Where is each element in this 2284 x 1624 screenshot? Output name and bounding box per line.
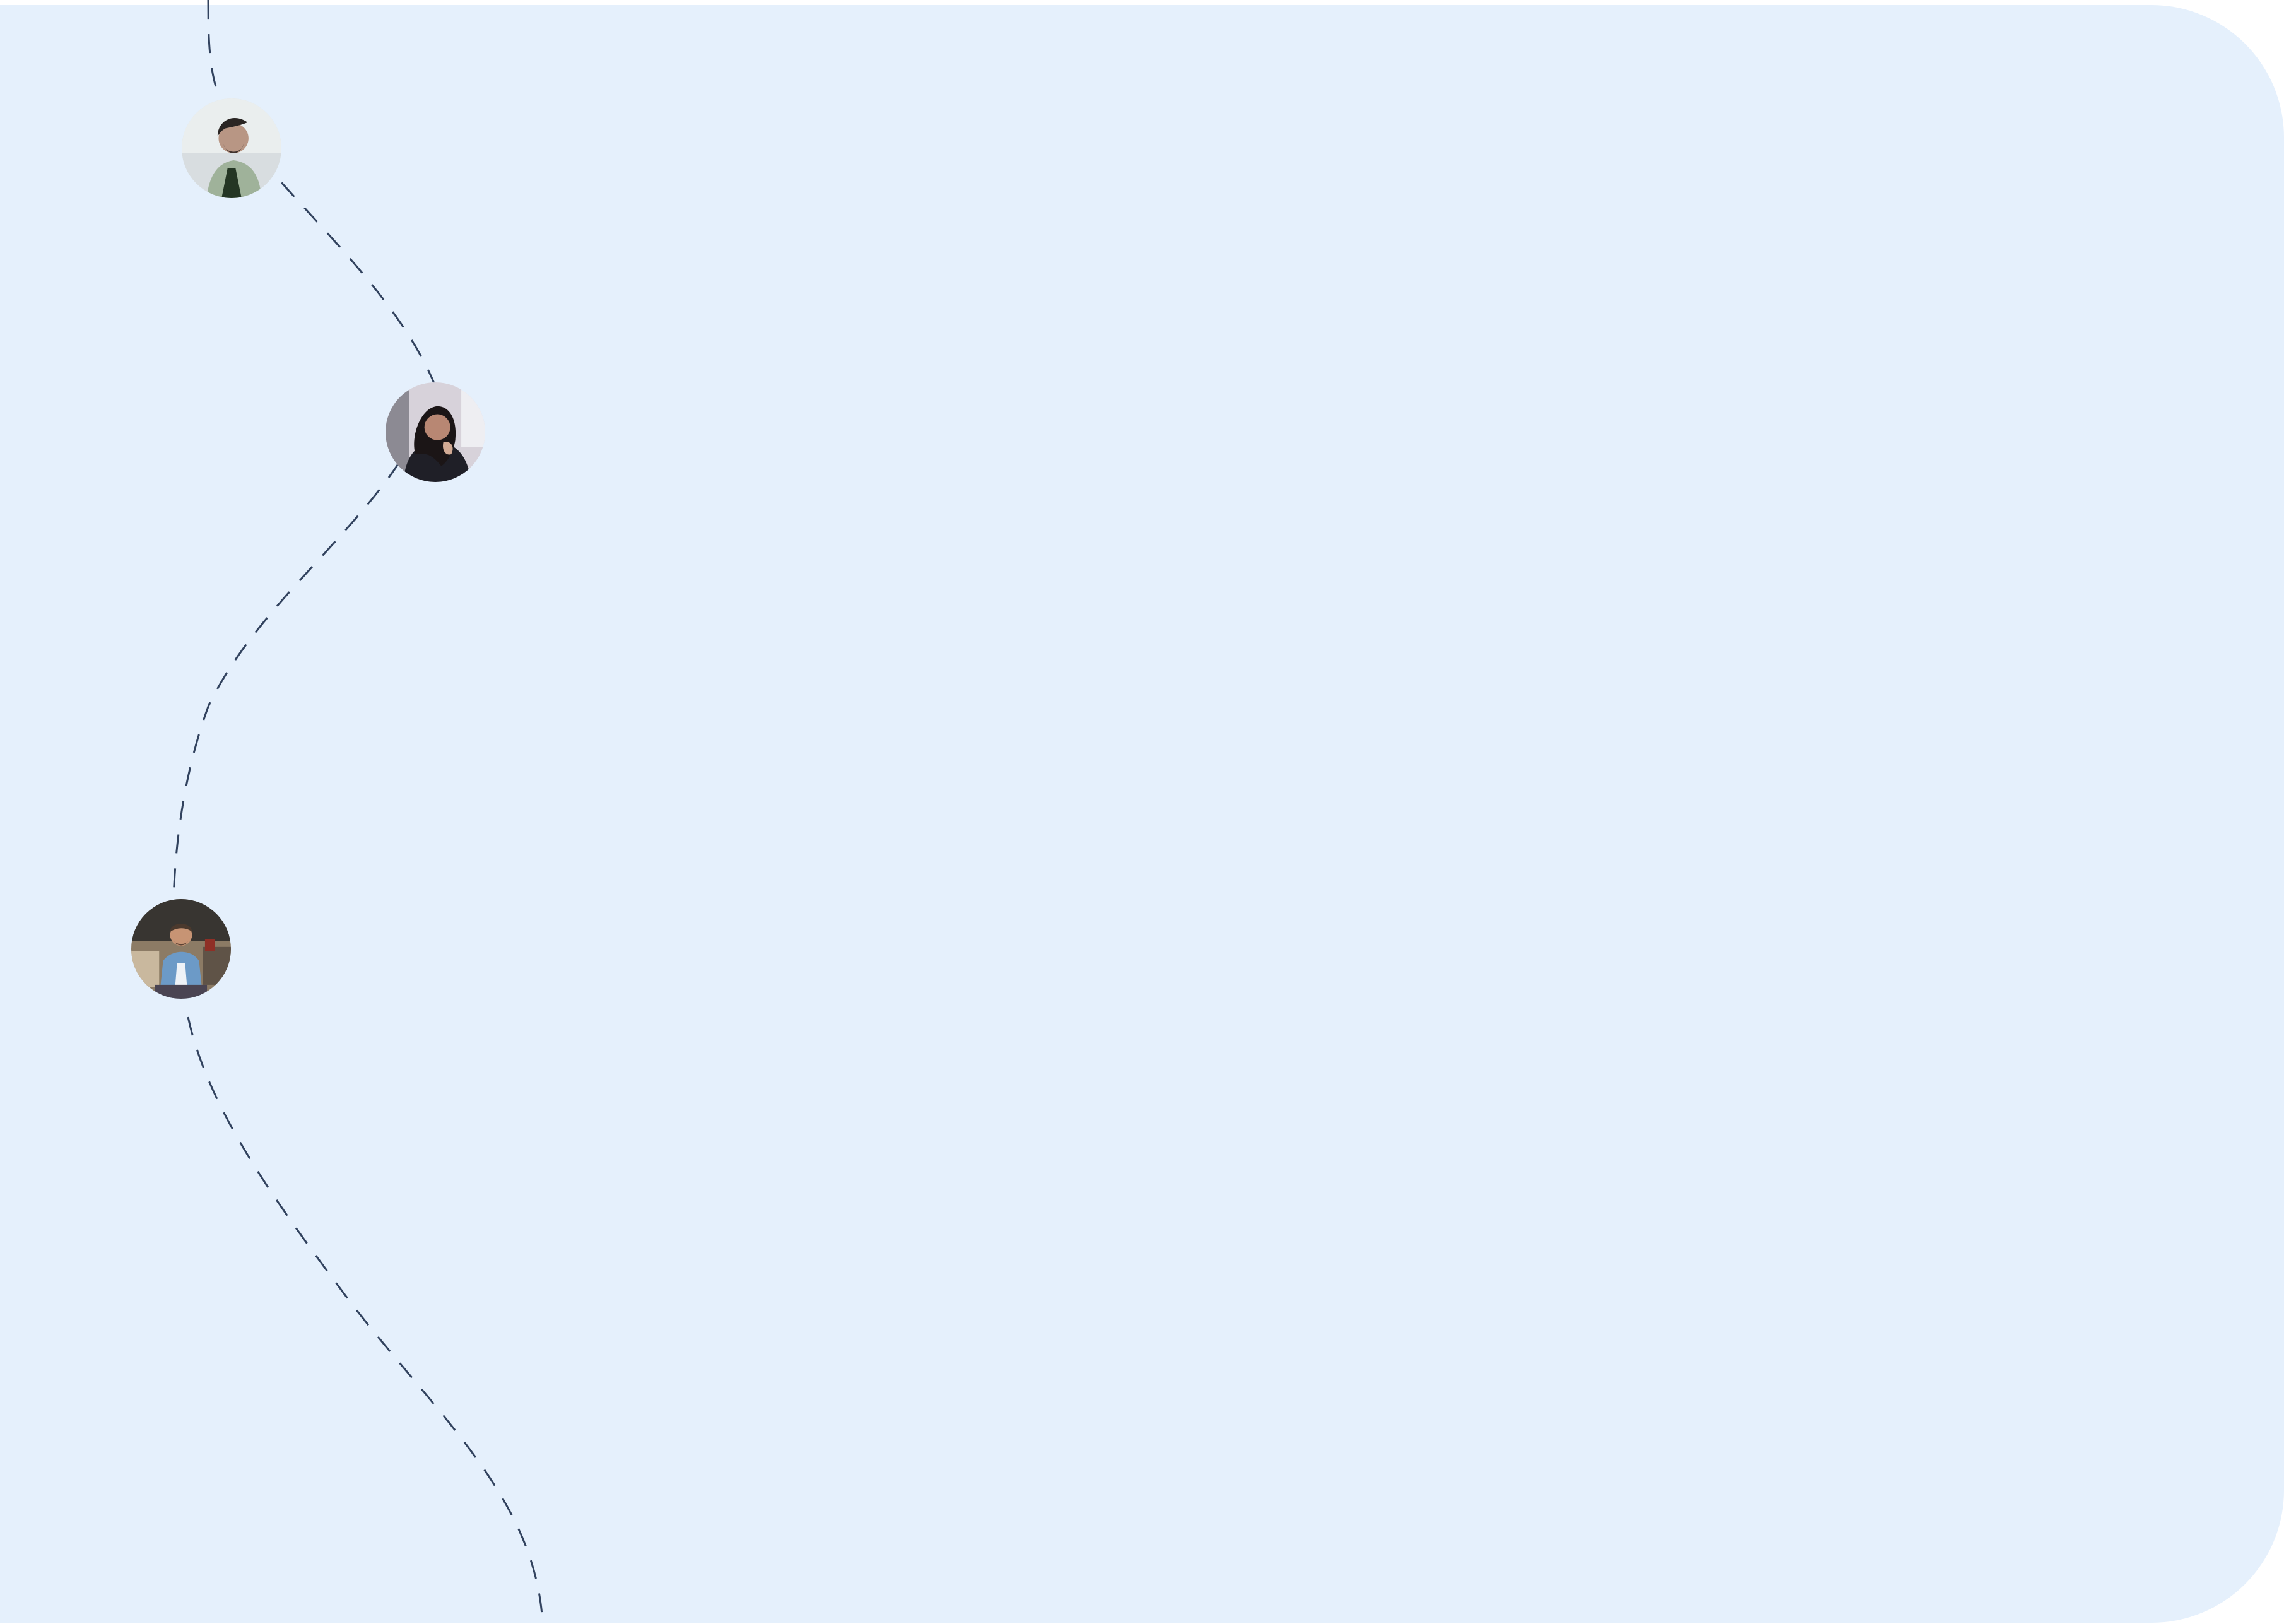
user-photo-icon <box>182 98 281 198</box>
person-3-avatar[interactable] <box>131 899 231 999</box>
user-photo-icon <box>131 899 231 999</box>
route-line <box>172 0 544 1624</box>
user-photo-icon <box>386 382 485 482</box>
background-panel <box>0 5 2284 1623</box>
person-1-avatar[interactable] <box>182 98 281 198</box>
person-2-avatar[interactable] <box>386 382 485 482</box>
